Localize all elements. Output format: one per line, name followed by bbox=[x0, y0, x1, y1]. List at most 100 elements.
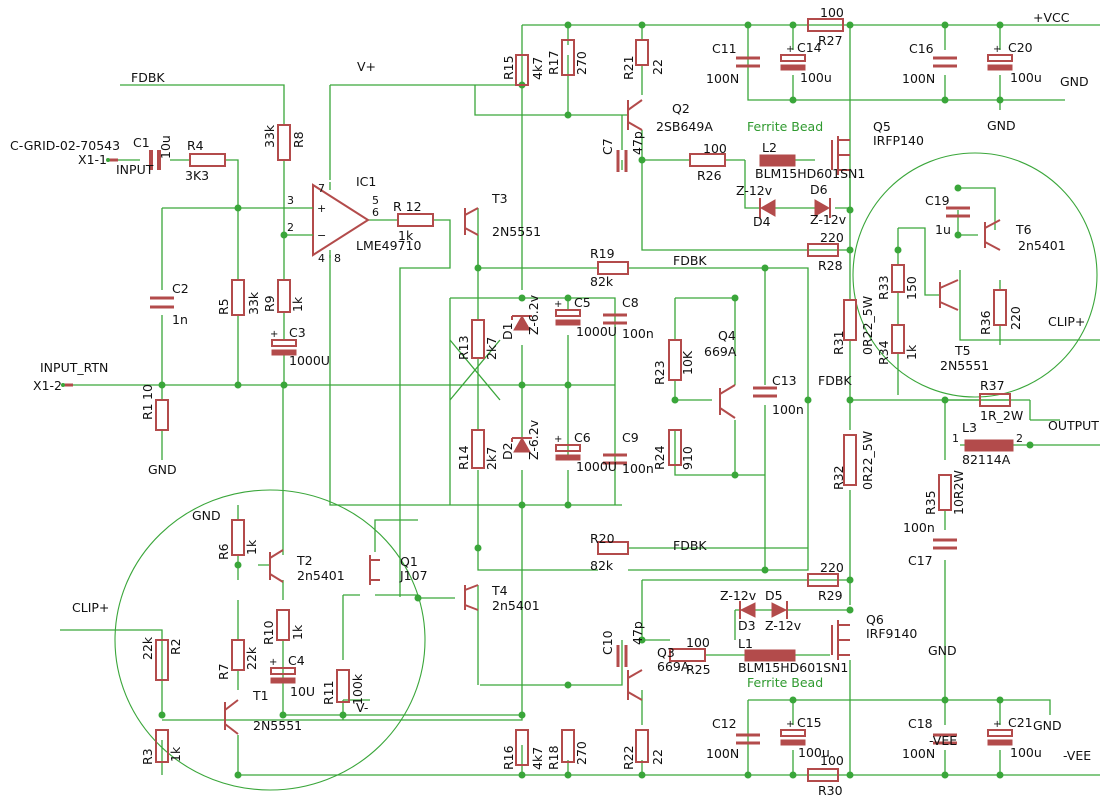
label-parts-d6-ref: D6 bbox=[810, 182, 828, 197]
label-parts-r4-ref: R4 bbox=[187, 138, 204, 153]
label-parts-t3-ref: T3 bbox=[491, 191, 508, 206]
label-parts-d2-val: Z-6.2v bbox=[526, 419, 541, 460]
label-pins-p2: 2 bbox=[287, 221, 294, 234]
label-parts-c19-ref: C19 bbox=[925, 193, 950, 208]
label-parts-c2-ref: C2 bbox=[172, 281, 189, 296]
label-parts-r15-ref: R15 bbox=[501, 55, 516, 80]
label-parts-r33-val: 150 bbox=[904, 276, 919, 300]
label-parts-c20-val: 100u bbox=[1010, 70, 1042, 85]
label-parts-r2-val: 22k bbox=[140, 636, 155, 660]
label-parts-r8-ref: R8 bbox=[291, 131, 306, 148]
label-parts-c10-ref: C10 bbox=[600, 630, 615, 655]
net-vee: -VEE bbox=[1063, 748, 1091, 763]
label-parts-c14-val: 100u bbox=[800, 70, 832, 85]
label-parts-c16-val: 100N bbox=[902, 71, 935, 86]
label-parts-l2-val: BLM15HD601SN1 bbox=[755, 166, 865, 181]
label-parts-r36-ref: R36 bbox=[978, 310, 993, 335]
label-parts-r31-val: 0R22_5W bbox=[860, 296, 875, 355]
label-parts-t6-val: 2n5401 bbox=[1018, 238, 1066, 253]
label-parts-c6-val: 1000U bbox=[576, 459, 617, 474]
label-pins-p1: 1 bbox=[952, 432, 959, 445]
label-parts-r13-val: 2k7 bbox=[484, 337, 499, 360]
net-clip-right: CLIP+ bbox=[1048, 314, 1085, 329]
net-clip-left: CLIP+ bbox=[72, 600, 109, 615]
label-parts-r28-ref: R28 bbox=[818, 258, 843, 273]
net-output: OUTPUT bbox=[1048, 418, 1099, 433]
label-parts-c20-ref: C20 bbox=[1008, 40, 1033, 55]
net-fdbk-mid: FDBK bbox=[818, 373, 852, 388]
label-parts-c1-ref: C1 bbox=[133, 135, 150, 150]
inductor-bodies bbox=[744, 154, 1014, 662]
label-pins-plus: + bbox=[993, 44, 1001, 55]
label-parts-r2-ref: R2 bbox=[168, 638, 183, 655]
label-parts-r22-ref: R22 bbox=[621, 745, 636, 770]
resistor-r27 bbox=[807, 18, 844, 32]
label-parts-c15-ref: C15 bbox=[797, 715, 822, 730]
label-pins-plus: + bbox=[786, 719, 794, 730]
label-parts-l1-val: BLM15HD601SN1 bbox=[738, 660, 848, 675]
label-pins-p6: 6 bbox=[372, 206, 379, 219]
label-parts-r14-val: 2k7 bbox=[484, 447, 499, 470]
label-parts-r11-ref: R11 bbox=[321, 680, 336, 705]
note-ferrite-bottom: Ferrite Bead bbox=[747, 675, 823, 690]
label-parts-r1-val: 10 bbox=[140, 384, 155, 400]
label-parts-t1-ref: T1 bbox=[252, 688, 269, 703]
label-parts-q6-val: IRF9140 bbox=[866, 626, 917, 641]
resistor-r5 bbox=[231, 279, 245, 316]
label-parts-r34-val: 1k bbox=[904, 344, 919, 360]
net-fdbk-topleft: FDBK bbox=[131, 70, 165, 85]
resistor-r12 bbox=[397, 213, 434, 227]
resistor-r16 bbox=[515, 729, 529, 766]
resistor-r34 bbox=[891, 324, 905, 354]
label-parts-c3-val: 1000U bbox=[289, 353, 330, 368]
label-parts-r7-ref: R7 bbox=[216, 663, 231, 680]
label-parts-r20-ref: R20 bbox=[590, 531, 615, 546]
net-gnd-bottom: GND bbox=[1033, 718, 1062, 733]
label-parts-c14-ref: C14 bbox=[797, 40, 822, 55]
label-parts-c18-val: 100N bbox=[902, 746, 935, 761]
inductor-l1 bbox=[744, 649, 796, 662]
label-parts-d5-val: Z-12v bbox=[765, 618, 802, 633]
label-parts-r13-ref: R13 bbox=[456, 335, 471, 360]
label-parts-r23-val: 10K bbox=[680, 350, 695, 375]
net-connector: C-GRID-02-70543 bbox=[10, 138, 120, 153]
label-parts-q1-val: J107 bbox=[399, 568, 428, 583]
label-parts-r27-ref: R27 bbox=[818, 33, 843, 48]
label-parts-c6-ref: C6 bbox=[574, 430, 591, 445]
label-parts-r20-val: 82k bbox=[590, 558, 614, 573]
label-parts-r23-ref: R23 bbox=[652, 360, 667, 385]
label-parts-t2-val: 2n5401 bbox=[297, 568, 345, 583]
connector-pins bbox=[61, 158, 118, 387]
resistor-r7 bbox=[231, 639, 245, 671]
label-parts-t5-ref: T5 bbox=[954, 343, 971, 358]
label-parts-r32-val: 0R22_5W bbox=[860, 431, 875, 490]
label-parts-ic1-val: LME49710 bbox=[356, 238, 421, 253]
label-parts-c4-ref: C4 bbox=[288, 653, 305, 668]
resistor-r19 bbox=[597, 261, 629, 275]
label-parts-r29-val: 220 bbox=[820, 560, 844, 575]
label-parts-c13-ref: C13 bbox=[772, 373, 797, 388]
resistor-r29 bbox=[807, 573, 839, 587]
label-parts-q1-ref: Q1 bbox=[400, 554, 418, 569]
label-parts-d4-ref: D4 bbox=[753, 214, 771, 229]
resistor-r14 bbox=[471, 429, 485, 469]
label-parts-t1-val: 2N5551 bbox=[253, 718, 302, 733]
label-parts-c19-val: 1u bbox=[935, 222, 951, 237]
net-x11: X1-1 bbox=[78, 152, 107, 167]
label-parts-c21-ref: C21 bbox=[1008, 715, 1033, 730]
net-gnd-c17: GND bbox=[928, 643, 957, 658]
label-parts-r37-val: 1R_2W bbox=[980, 408, 1023, 423]
resistor-r21 bbox=[635, 39, 649, 66]
label-parts-r6-ref: R6 bbox=[216, 543, 231, 560]
resistor-r35 bbox=[938, 474, 952, 511]
resistor-r8 bbox=[277, 124, 291, 161]
label-parts-ic1-ref: IC1 bbox=[356, 174, 376, 189]
label-parts-c7-val: 47p bbox=[630, 131, 645, 155]
label-parts-r9-ref: R9 bbox=[262, 295, 277, 312]
label-parts-r24-val: 910 bbox=[680, 446, 695, 470]
label-parts-r3-val: 1k bbox=[168, 746, 183, 762]
resistor-r11 bbox=[336, 669, 350, 703]
label-parts-d4-val: Z-12v bbox=[736, 183, 773, 198]
resistor-bodies bbox=[155, 18, 1011, 782]
